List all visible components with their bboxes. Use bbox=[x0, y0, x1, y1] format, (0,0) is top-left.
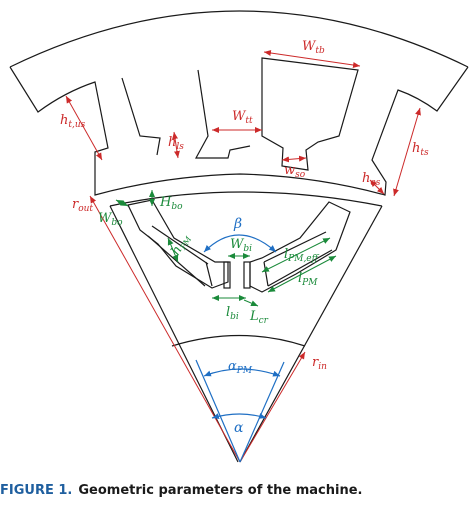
rotor bbox=[109, 191, 383, 463]
rotor-inner-arc bbox=[171, 334, 306, 347]
labels: rout rin Wtb Wtt ht,us hls wso hts hes W… bbox=[60, 39, 429, 436]
stator-outer-arc bbox=[9, 10, 469, 68]
magnet-right-end bbox=[263, 261, 269, 287]
label-alpha-PM: αPM bbox=[228, 359, 253, 376]
alpha-PM-right-ray bbox=[239, 361, 285, 463]
machine-geometry-diagram: rout rin Wtb Wtt ht,us hls wso hts hes W… bbox=[9, 10, 469, 463]
magnet-left-end bbox=[205, 261, 213, 287]
L-cr-dimension bbox=[243, 299, 259, 307]
h-es-dimension bbox=[369, 179, 385, 195]
h-ls-dimension bbox=[172, 131, 180, 159]
rotor-left-edge bbox=[109, 205, 239, 463]
green-dimensions bbox=[115, 190, 337, 307]
stator-slot-2-outline bbox=[121, 77, 161, 156]
center-bridge-left bbox=[223, 261, 231, 289]
h-t-us-dimension bbox=[65, 95, 103, 161]
label-L-cr: Lcr bbox=[249, 309, 269, 326]
label-h-ls: hls bbox=[168, 135, 184, 152]
label-l-bi: lbi bbox=[226, 305, 239, 322]
stator-tooth-right-outline bbox=[261, 57, 359, 171]
label-r-out: rout bbox=[72, 197, 93, 214]
label-h-t-us: ht,us bbox=[60, 113, 86, 130]
alpha-PM-left-ray bbox=[195, 359, 241, 463]
stator-tooth-center-outline bbox=[194, 69, 251, 159]
alpha-PM-arc bbox=[203, 368, 281, 377]
label-beta: β bbox=[233, 216, 242, 232]
label-r-in: rin bbox=[312, 355, 327, 372]
label-h-es: hes bbox=[362, 171, 381, 188]
stator-teeth-outline bbox=[9, 66, 469, 196]
red-dimensions bbox=[65, 50, 421, 463]
magnet-left-edge-b bbox=[147, 235, 206, 287]
label-W-bi: Wbi bbox=[230, 237, 252, 254]
caption-label: FIGURE 1. bbox=[0, 483, 73, 498]
label-l-PM-eff: lPM,eff bbox=[284, 247, 320, 264]
label-W-tb: Wtb bbox=[302, 39, 325, 56]
r-in-dimension bbox=[239, 351, 306, 463]
h-PM-dimension bbox=[167, 237, 179, 263]
rotor-outer-arc bbox=[109, 191, 383, 207]
center-bridge-right bbox=[243, 261, 251, 289]
alpha-arc bbox=[211, 413, 267, 419]
blue-angles bbox=[195, 234, 285, 463]
label-l-PM: lPM bbox=[298, 271, 318, 288]
label-w-so: wso bbox=[284, 163, 306, 180]
figure-caption: FIGURE 1. Geometric parameters of the mac… bbox=[0, 483, 474, 503]
label-h-ts: hts bbox=[412, 141, 429, 158]
h-ts-dimension bbox=[393, 107, 421, 197]
l-PM-dimension bbox=[267, 255, 337, 293]
w-so-dimension bbox=[281, 155, 307, 163]
stator bbox=[9, 10, 469, 196]
label-H-bo: Hbo bbox=[159, 195, 183, 212]
label-W-bo: Wbo bbox=[98, 211, 123, 228]
W-tb-dimension bbox=[263, 50, 361, 68]
W-bo-dimension bbox=[115, 199, 129, 207]
caption-text: Geometric parameters of the machine. bbox=[78, 483, 363, 498]
r-out-dimension bbox=[89, 195, 241, 463]
magnet-left-edge-a bbox=[151, 225, 209, 265]
label-W-tt: Wtt bbox=[232, 109, 253, 126]
label-alpha: α bbox=[234, 420, 244, 436]
beta-arc bbox=[203, 234, 277, 253]
rotor-right-edge bbox=[239, 205, 383, 463]
